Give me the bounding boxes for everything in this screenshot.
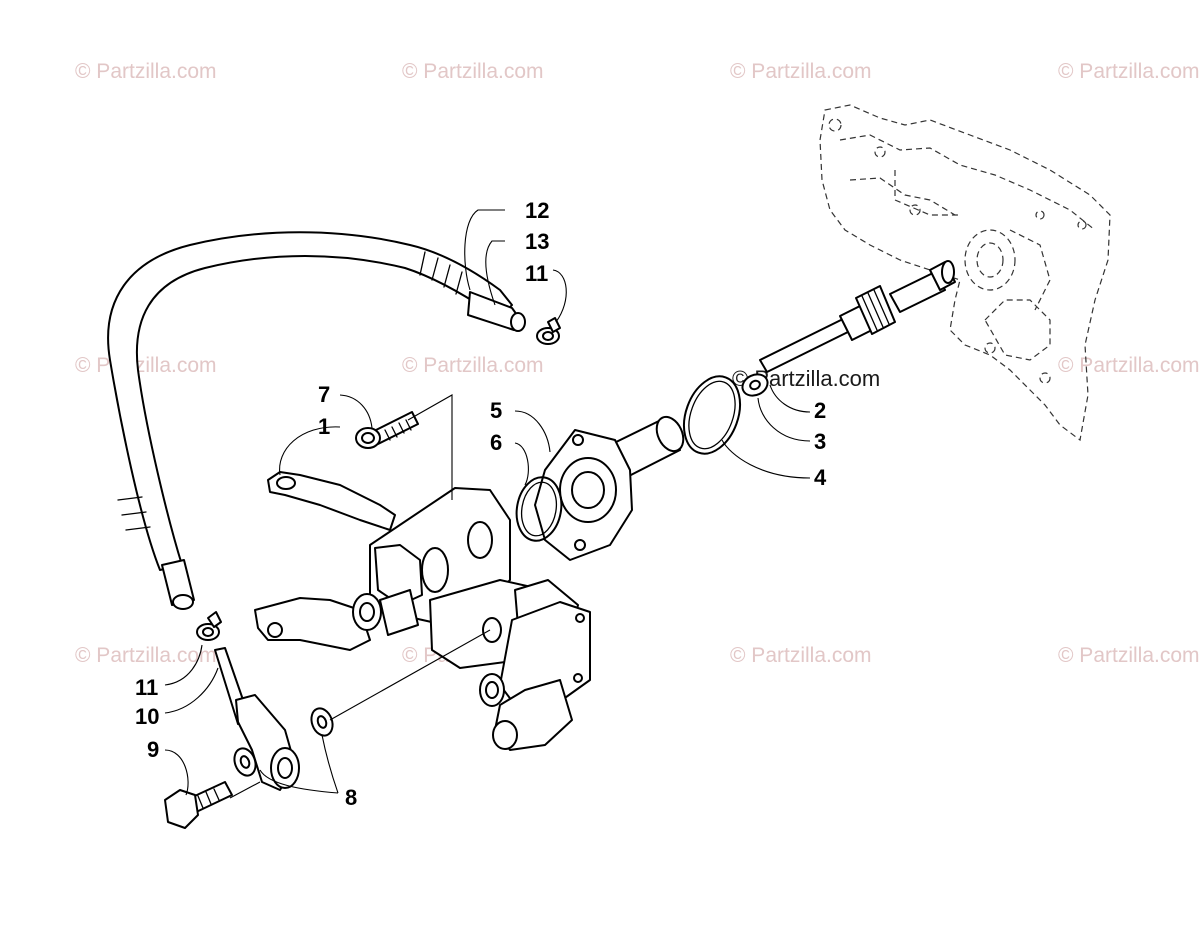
banjo-fitting-10: [214, 647, 300, 791]
watermark: © Partzilla.com: [75, 60, 217, 83]
watermark: © Partzilla.com: [1058, 60, 1200, 83]
washer-8: [233, 707, 334, 777]
callout-7: 7: [318, 382, 330, 407]
callout-5: 5: [490, 398, 502, 423]
callout-11-top: 11: [525, 261, 548, 286]
watermark: © Partzilla.com: [1058, 354, 1200, 377]
o-ring-6: [515, 476, 563, 542]
callout-1: 1: [318, 414, 330, 439]
callout-13: 13: [525, 229, 549, 254]
leader-lines: [164, 209, 811, 796]
callout-3: 3: [814, 429, 826, 454]
pump-housing-cover-5: [534, 415, 685, 561]
oil-pump-body-1: [254, 471, 591, 751]
watermark: © Partzilla.com: [75, 354, 217, 377]
watermark: © Partzilla.com: [75, 644, 217, 667]
watermark: © Partzilla.com: [402, 354, 544, 377]
watermark: © Partzilla.com: [730, 644, 872, 667]
callout-labels: 12 13 11 7 1 5 6 2 3 4 11 10 9 8: [135, 198, 827, 810]
engine-case-outline: [819, 104, 1111, 442]
callout-12: 12: [525, 198, 549, 223]
banjo-bolt-9: [164, 781, 233, 829]
assembly-centerlines: [229, 394, 491, 799]
watermark: © Partzilla.com: [1058, 644, 1200, 667]
callout-6: 6: [490, 430, 502, 455]
callout-8: 8: [345, 785, 357, 810]
drive-shaft-gear: [759, 260, 956, 373]
washer-3: [741, 373, 769, 397]
callout-11-bottom: 11: [135, 675, 158, 700]
oil-hose-12: [107, 231, 526, 610]
callout-4: 4: [814, 465, 827, 490]
hose-clamp-11-top: [536, 317, 561, 345]
callout-9: 9: [147, 737, 159, 762]
callout-2: 2: [814, 398, 826, 423]
watermark: © Partzilla.com: [730, 60, 872, 83]
o-ring-4: [682, 375, 742, 455]
watermark-layer: © Partzilla.com © Partzilla.com © Partzi…: [75, 60, 1200, 667]
callout-10: 10: [135, 704, 159, 729]
bolt-7: [355, 411, 419, 449]
watermark: © Partzilla.com: [402, 60, 544, 83]
hose-clamp-11-bottom: [196, 611, 222, 641]
